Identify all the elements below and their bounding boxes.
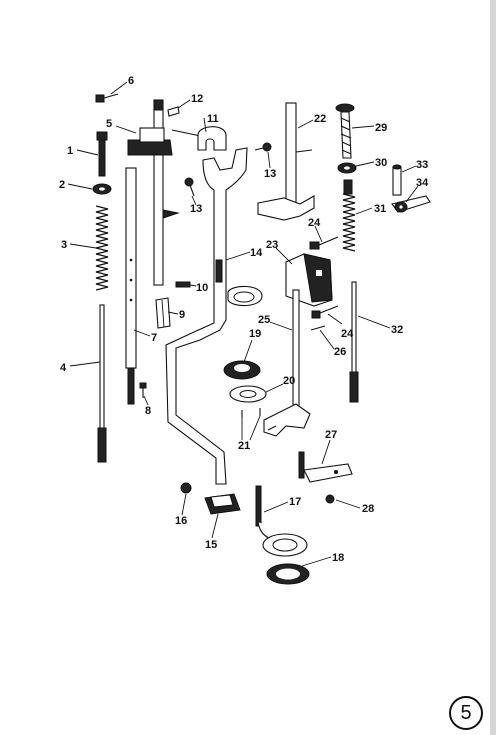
label-part-11: 11 [207, 113, 219, 125]
part-3-spring [95, 205, 109, 291]
part-14-fork-lever [165, 147, 263, 485]
part-33-pin [392, 164, 402, 196]
label-part-22: 22 [314, 113, 326, 125]
label-part-31: 31 [374, 203, 386, 215]
label-part-13-right: 13 [264, 168, 276, 180]
label-part-21: 21 [238, 440, 250, 452]
part-5-needle-bar-bracket [127, 99, 180, 286]
label-part-4: 4 [60, 362, 67, 374]
part-28-screw [325, 494, 335, 504]
part-2-washer [92, 183, 112, 195]
page-number: 5 [460, 701, 472, 724]
part-17-presser-foot [255, 485, 308, 557]
label-part-29: 29 [375, 122, 387, 134]
label-part-34: 34 [416, 177, 429, 189]
part-24-screw-upper [309, 236, 339, 250]
part-20-ring [229, 385, 267, 403]
leader-lines [67, 81, 419, 567]
label-part-24-lower: 24 [341, 328, 354, 340]
label-part-19: 19 [249, 328, 261, 340]
label-part-32: 32 [391, 324, 403, 336]
part-8-screw [139, 382, 147, 398]
label-part-24-upper: 24 [308, 217, 321, 229]
part-6-screw [95, 93, 119, 103]
part-25-presser-foot-bar [263, 289, 311, 437]
label-part-14: 14 [250, 247, 263, 259]
label-part-26: 26 [334, 346, 346, 358]
part-10-screw [175, 281, 191, 288]
part-number-labels: 6 5 1 2 3 4 7 8 9 10 11 12 13 13 14 15 1… [59, 75, 429, 564]
label-part-1: 1 [67, 145, 73, 157]
label-part-28: 28 [362, 503, 374, 515]
label-part-12: 12 [191, 93, 203, 105]
part-13-screw-right [254, 142, 272, 152]
part-29-screw [335, 103, 355, 159]
label-part-23: 23 [266, 239, 278, 251]
part-16-screw [180, 482, 192, 494]
label-part-25: 25 [258, 314, 270, 326]
part-30-washer [337, 162, 357, 174]
part-11-clamp [171, 126, 227, 151]
label-part-16: 16 [175, 515, 187, 527]
part-32-rod [349, 281, 359, 403]
label-part-15: 15 [205, 539, 217, 551]
label-part-5: 5 [106, 118, 112, 130]
label-part-27: 27 [325, 429, 337, 441]
part-12-screw [167, 106, 180, 117]
label-part-9: 9 [179, 309, 185, 321]
label-part-6: 6 [128, 75, 134, 87]
part-13-screw-left [184, 177, 195, 197]
part-21-pins [241, 408, 261, 418]
part-24-screw-lower [311, 305, 339, 319]
label-part-30: 30 [375, 157, 387, 169]
label-part-3: 3 [61, 239, 67, 251]
part-26-pin [310, 325, 326, 331]
label-part-13-left: 13 [190, 203, 202, 215]
label-part-20: 20 [283, 375, 295, 387]
part-1-screw [96, 131, 108, 177]
label-part-7: 7 [151, 332, 157, 344]
label-part-10: 10 [196, 282, 208, 294]
part-4-rod [97, 304, 107, 463]
part-15-block [204, 493, 241, 515]
part-22-presser-bar [257, 102, 315, 221]
label-part-18: 18 [332, 552, 344, 564]
part-31-spring [342, 179, 356, 252]
part-19-cam [223, 360, 261, 380]
label-part-8: 8 [145, 405, 151, 417]
part-34-lever [391, 195, 431, 213]
part-18-ring [266, 563, 310, 585]
label-part-17: 17 [289, 496, 301, 508]
part-27-bracket [298, 451, 353, 483]
label-part-33: 33 [416, 159, 428, 171]
label-part-2: 2 [59, 179, 65, 191]
part-7-needle-bar [125, 167, 137, 405]
page-number-badge: 5 [449, 696, 483, 730]
part-9-block [155, 297, 171, 329]
